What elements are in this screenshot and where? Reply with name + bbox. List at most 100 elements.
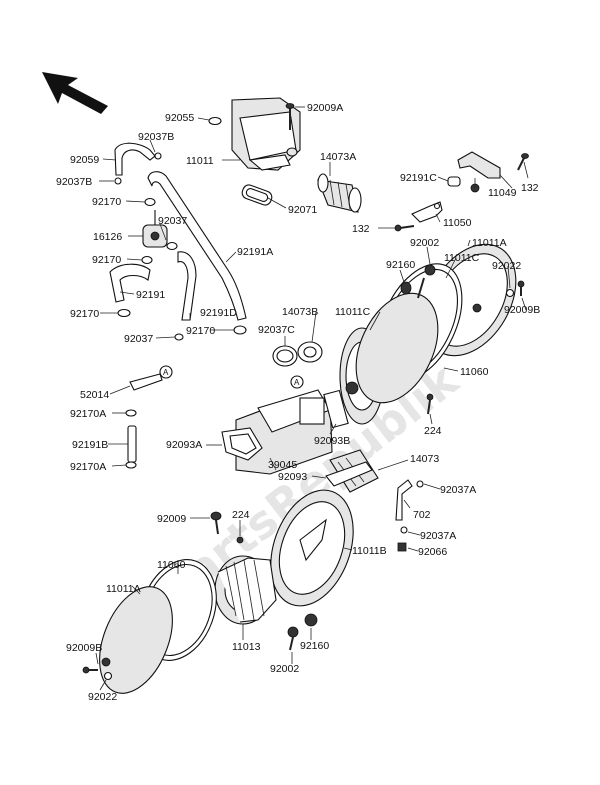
label-14073A: 14073A bbox=[320, 151, 356, 163]
label-92191A: 92191A bbox=[237, 246, 273, 258]
label-92002-top: 92002 bbox=[410, 237, 439, 249]
label-702: 702 bbox=[413, 509, 431, 521]
label-92009: 92009 bbox=[157, 513, 186, 525]
clamp-92093 bbox=[325, 461, 373, 487]
clamp-92170-a bbox=[144, 197, 156, 207]
callout-a-marker-center: A bbox=[290, 375, 304, 389]
label-92059: 92059 bbox=[70, 154, 99, 166]
label-11013: 11013 bbox=[232, 641, 261, 653]
hose-92191 bbox=[109, 263, 151, 303]
label-92037A-a: 92037A bbox=[440, 484, 476, 496]
washer-92022-top bbox=[505, 288, 515, 298]
label-11050: 11050 bbox=[443, 217, 472, 229]
label-92066: 92066 bbox=[418, 546, 447, 558]
hose-92191A bbox=[147, 171, 247, 321]
fitting-92191B bbox=[127, 425, 137, 463]
bolt-92002-top bbox=[417, 264, 436, 299]
gasket-92093A bbox=[221, 427, 263, 461]
clip-92037B bbox=[114, 152, 162, 185]
bolt-92009-lower bbox=[210, 511, 222, 535]
leader-lines bbox=[95, 106, 529, 691]
label-92037A-b: 92037A bbox=[420, 530, 456, 542]
label-92170-d: 92170 bbox=[186, 325, 215, 337]
duct-14073B bbox=[297, 341, 323, 363]
label-52014: 52014 bbox=[80, 389, 109, 401]
label-14073B: 14073B bbox=[282, 306, 318, 318]
upper-housing-11011 bbox=[231, 97, 301, 171]
label-92037B-a: 92037B bbox=[138, 131, 174, 143]
callout-a-marker-left: A bbox=[159, 365, 173, 379]
label-11011C-b: 11011C bbox=[335, 306, 371, 318]
bolt-92009A-top bbox=[285, 103, 295, 130]
label-92037C: 92037C bbox=[258, 324, 295, 336]
bolt-92009B-top bbox=[517, 280, 525, 296]
clamp-92170-d bbox=[233, 325, 247, 335]
label-92037-a: 92037 bbox=[158, 215, 187, 227]
label-224-top: 224 bbox=[424, 425, 442, 437]
label-92170-b: 92170 bbox=[92, 254, 121, 266]
label-92170-c: 92170 bbox=[70, 308, 99, 320]
label-92071: 92071 bbox=[288, 204, 317, 216]
clip-92037-a bbox=[166, 241, 178, 251]
element-11013 bbox=[214, 555, 277, 625]
clamp-92191C bbox=[447, 176, 461, 187]
o-ring-92055 bbox=[208, 116, 222, 126]
label-92037-b: 92037 bbox=[124, 333, 153, 345]
clamp-92170-b bbox=[141, 255, 153, 265]
washer-92022-bottom bbox=[103, 671, 113, 681]
label-11060-top: 11060 bbox=[460, 366, 489, 378]
hose-702 bbox=[395, 479, 413, 521]
clamp-92170-c bbox=[117, 308, 131, 318]
label-92191: 92191 bbox=[136, 289, 165, 301]
fitting-92066 bbox=[397, 542, 407, 552]
clamp-92037C bbox=[272, 345, 298, 367]
hose-92059 bbox=[114, 142, 156, 176]
label-132-left: 132 bbox=[352, 223, 370, 235]
label-14073: 14073 bbox=[410, 453, 439, 465]
label-92093B: 92093B bbox=[314, 435, 350, 447]
label-92170-a: 92170 bbox=[92, 196, 121, 208]
label-92093: 92093 bbox=[278, 471, 307, 483]
label-92055: 92055 bbox=[165, 112, 194, 124]
plug-52014 bbox=[129, 373, 163, 391]
nut-92160-top bbox=[400, 281, 412, 295]
label-11011C-a: 11011C bbox=[444, 252, 480, 264]
label-11011B: 11011B bbox=[352, 545, 387, 557]
label-11011A-bottom: 11011A bbox=[106, 583, 141, 595]
label-92002-bottom: 92002 bbox=[270, 663, 299, 675]
label-92022-top: 92022 bbox=[492, 260, 521, 272]
part-labels: 92009 A 92055 92037B 92059 92037B 11011 1… bbox=[56, 102, 540, 703]
label-11011: 11011 bbox=[186, 155, 214, 167]
label-11060-bottom: 11060 bbox=[157, 559, 186, 571]
label-11049: 11049 bbox=[488, 187, 517, 199]
cap-11011C-top bbox=[355, 292, 439, 404]
bolt-224-top bbox=[426, 393, 434, 415]
label-92170A-a: 92170A bbox=[70, 408, 106, 420]
label-224-bottom: 224 bbox=[232, 509, 250, 521]
label-11011A-top: 11011A bbox=[472, 237, 507, 249]
gasket-92093B bbox=[323, 389, 349, 429]
bolt-224-lower bbox=[236, 536, 244, 544]
label-92170A-b: 92170A bbox=[70, 461, 106, 473]
bolt-132-left bbox=[394, 224, 415, 232]
nut-92160-bottom bbox=[304, 613, 318, 627]
label-92037B-b: 92037B bbox=[56, 176, 92, 188]
label-132-right: 132 bbox=[521, 182, 539, 194]
label-92191B: 92191B bbox=[72, 439, 108, 451]
label-92009B-top: 92009B bbox=[504, 304, 540, 316]
backplate-11011B bbox=[270, 489, 354, 607]
bracket-11049 bbox=[457, 151, 501, 193]
label-16126: 16126 bbox=[93, 231, 122, 243]
svg-text:A: A bbox=[163, 368, 169, 377]
bolt-92009B-bottom bbox=[82, 666, 98, 674]
label-92093A: 92093A bbox=[166, 439, 202, 451]
label-39045: 39045 bbox=[268, 459, 297, 471]
svg-text:A: A bbox=[294, 378, 300, 387]
bolt-92002-bottom bbox=[287, 626, 299, 651]
label-92191C: 92191C bbox=[400, 172, 437, 184]
gasket-92071 bbox=[241, 184, 273, 206]
duct-14073A bbox=[317, 173, 362, 213]
cover-11011A-bottom bbox=[99, 586, 173, 694]
clip-92037-b bbox=[174, 333, 184, 341]
